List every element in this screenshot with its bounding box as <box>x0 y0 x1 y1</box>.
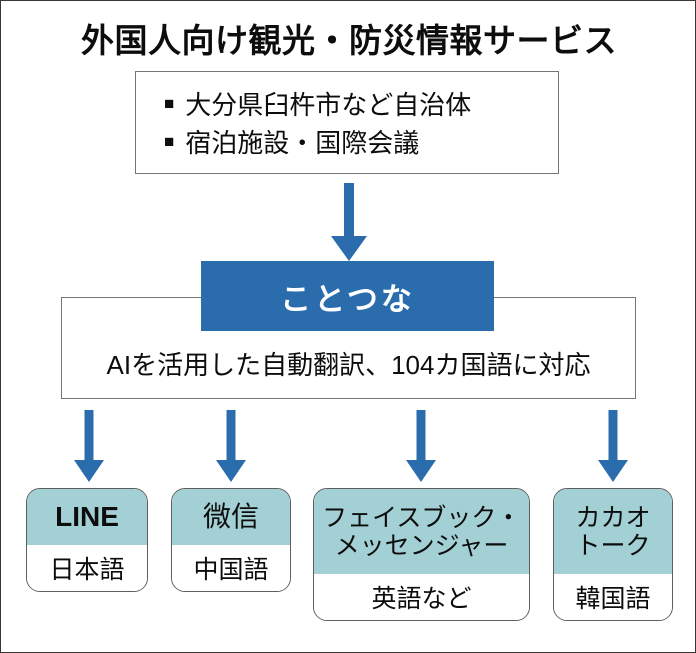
service-name-label: ことつな <box>280 281 415 317</box>
service-description-box: AIを活用した自動翻訳、104カ国語に対応 <box>61 297 636 399</box>
app-name-label: LINE <box>27 489 147 545</box>
arrow-head <box>74 460 104 482</box>
square-bullet-icon: ■ <box>164 131 175 151</box>
app-card-wechat: 微信 中国語 <box>171 488 291 592</box>
app-name-line-1: フェイスブック・ <box>322 503 521 532</box>
bullet-list: ■ 大分県臼杵市など自治体 ■ 宿泊施設・国際会議 <box>164 84 552 160</box>
list-item: ■ 宿泊施設・国際会議 <box>164 122 552 160</box>
app-name-label: 微信 <box>172 489 290 545</box>
square-bullet-icon: ■ <box>164 93 175 113</box>
source-audience-box: ■ 大分県臼杵市など自治体 ■ 宿泊施設・国際会議 <box>135 71 559 174</box>
app-name-line-2: トーク <box>575 531 651 560</box>
app-name-line-1: カカオ <box>575 503 651 532</box>
down-arrow-to-service-icon <box>331 183 367 261</box>
list-item: ■ 大分県臼杵市など自治体 <box>164 84 552 122</box>
app-card-line: LINE 日本語 <box>26 488 148 592</box>
service-name-banner: ことつな <box>201 261 494 331</box>
app-language-label: 中国語 <box>172 545 290 591</box>
app-language-label: 韓国語 <box>554 574 672 620</box>
down-arrow-to-wechat-icon <box>216 410 246 482</box>
arrow-head <box>598 460 628 482</box>
page-title: 外国人向け観光・防災情報サービス <box>81 22 617 59</box>
app-language-label: 日本語 <box>27 545 147 591</box>
down-arrow-to-line-icon <box>74 410 104 482</box>
arrow-head <box>216 460 246 482</box>
down-arrow-to-kakaotalk-icon <box>598 410 628 482</box>
arrow-shaft <box>226 410 236 462</box>
app-name-line-2: メッセンジャー <box>334 531 509 560</box>
app-language-label: 英語など <box>314 574 529 620</box>
arrow-shaft <box>608 410 618 462</box>
down-arrow-to-facebook-messenger-icon <box>406 410 436 482</box>
service-description-text: AIを活用した自動翻訳、104カ国語に対応 <box>106 350 591 380</box>
arrow-shaft <box>344 183 354 238</box>
arrow-head <box>406 460 436 482</box>
arrow-head <box>331 236 367 261</box>
app-name-label: カカオ トーク <box>554 489 672 574</box>
app-card-kakaotalk: カカオ トーク 韓国語 <box>553 488 673 621</box>
app-card-facebook-messenger: フェイスブック・ メッセンジャー 英語など <box>313 488 530 621</box>
list-item-label: 大分県臼杵市など自治体 <box>185 89 472 120</box>
arrow-shaft <box>84 410 94 462</box>
arrow-shaft <box>416 410 426 462</box>
list-item-label: 宿泊施設・国際会議 <box>185 127 420 158</box>
app-name-label: フェイスブック・ メッセンジャー <box>314 489 529 574</box>
